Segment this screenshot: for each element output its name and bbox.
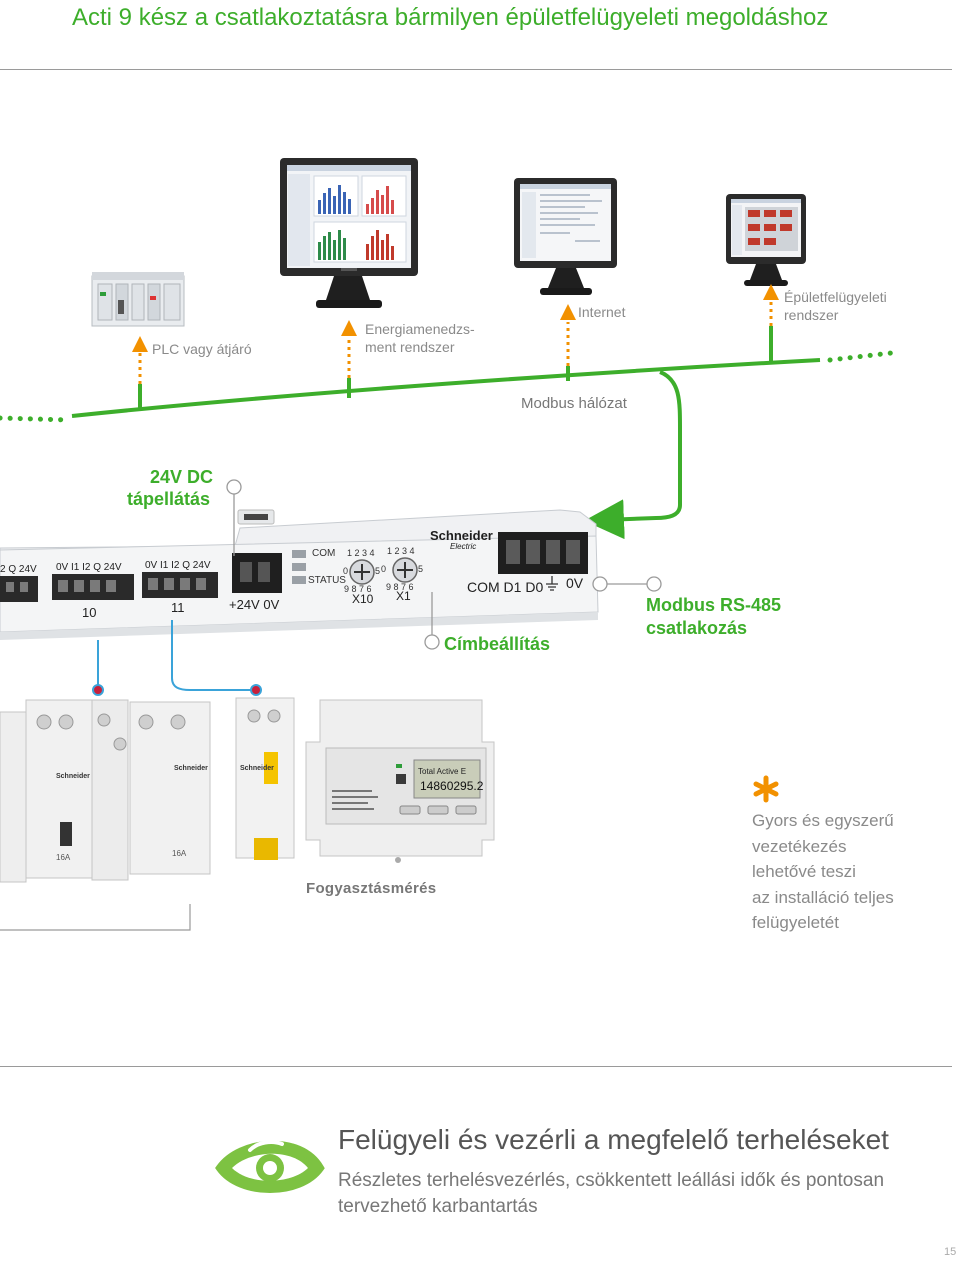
meter-reading-value: 14860295.2 [420,779,484,793]
footer-divider [0,1066,952,1067]
plc-label: PLC vagy átjáró [152,341,252,357]
eye-icon [215,1140,325,1193]
svg-text:16A: 16A [172,849,187,858]
energy-meter [305,699,495,863]
bms-monitor [726,194,806,286]
block-11-pins: 0V I1 I2 Q 24V [145,560,211,571]
metering-label: Fogyasztásmérés [306,880,437,897]
svg-text:STATUS: STATUS [308,575,346,586]
note-line: felügyeletét [752,913,839,932]
svg-text:9 8 7 6: 9 8 7 6 [386,582,414,592]
ems-label-line2: ment rendszer [365,339,455,355]
bus-drops [138,326,773,410]
callouts [226,479,662,650]
note-line: lehetővé teszi [752,862,856,881]
note-line: Gyors és egyszerű [752,811,894,830]
ems-label-line1: Energiamenedzs- [365,321,475,337]
block-pins-partial: 2 Q 24V [0,564,37,575]
meter-reading-title: Total Active E [418,767,466,776]
power-terminal-label: +24V 0V [229,597,280,612]
svg-text:COM: COM [312,548,335,559]
svg-text:16A: 16A [56,853,71,862]
svg-text:1 2 3 4: 1 2 3 4 [347,548,375,558]
modular-devices: Schneider Schneider Schneider 16A 16A [0,697,295,883]
block-10-pins: 0V I1 I2 Q 24V [56,562,122,573]
page-title: Acti 9 kész a csatlakoztatásra bármilyen… [72,4,829,31]
energy-management-monitor [280,158,418,308]
internet-label: Internet [578,304,626,320]
svg-text:5: 5 [418,564,423,574]
svg-text:Schneider: Schneider [240,765,274,772]
footer-headline: Felügyeli és vezérli a megfelelő terhelé… [338,1124,889,1155]
address-setting-label: Címbeállítás [444,634,551,654]
wiring-note: Gyors és egyszerű vezetékezés lehetővé t… [752,808,894,936]
modbus-connection-label-line2: csatlakozás [646,618,748,638]
plc-device [91,272,185,327]
smartlink-device: COM STATUS 1 2 3 4 1 2 3 4 9 8 7 6 9 8 7 6… [0,509,599,640]
brand-logo-sub: Electric [450,542,476,551]
power-supply-label-line1: 24V DC [150,467,214,487]
footer-sub-line1: Részletes terhelésvezérlés, csökkentett … [338,1170,885,1191]
power-supply-label-line2: tápellátás [127,489,211,509]
block-11-label: 11 [171,600,185,615]
svg-text:5: 5 [375,566,380,576]
svg-text:0: 0 [343,566,348,576]
internet-monitor [514,178,617,295]
header-divider [0,69,952,70]
svg-text:Schneider: Schneider [174,765,208,772]
page-number: 15 [944,1246,957,1258]
block-10-label: 10 [82,605,96,620]
dial-x1-label: X1 [396,589,411,603]
terminal-0v-label: 0V [566,575,584,591]
svg-text:0: 0 [381,564,386,574]
asterisk-icon [753,775,779,803]
dial-x10-label: X10 [352,592,374,606]
bms-label-line2: rendszer [784,307,839,323]
modbus-terminal-label: COM D1 D0 [467,579,543,595]
brand-logo: Schneider [430,528,493,543]
svg-text:Schneider: Schneider [56,773,90,780]
note-line: az installáció teljes [752,887,894,907]
bms-label-line1: Épületfelügyeleti [784,289,887,305]
modbus-connection-label-line1: Modbus RS-485 [646,595,782,615]
svg-text:9 8 7 6: 9 8 7 6 [344,584,372,594]
modbus-network-label: Modbus hálózat [521,395,627,412]
note-line: vezetékezés [752,836,847,856]
svg-text:1 2 3 4: 1 2 3 4 [387,546,415,556]
footer-sub-line2: tervezhető karbantartás [338,1196,538,1217]
